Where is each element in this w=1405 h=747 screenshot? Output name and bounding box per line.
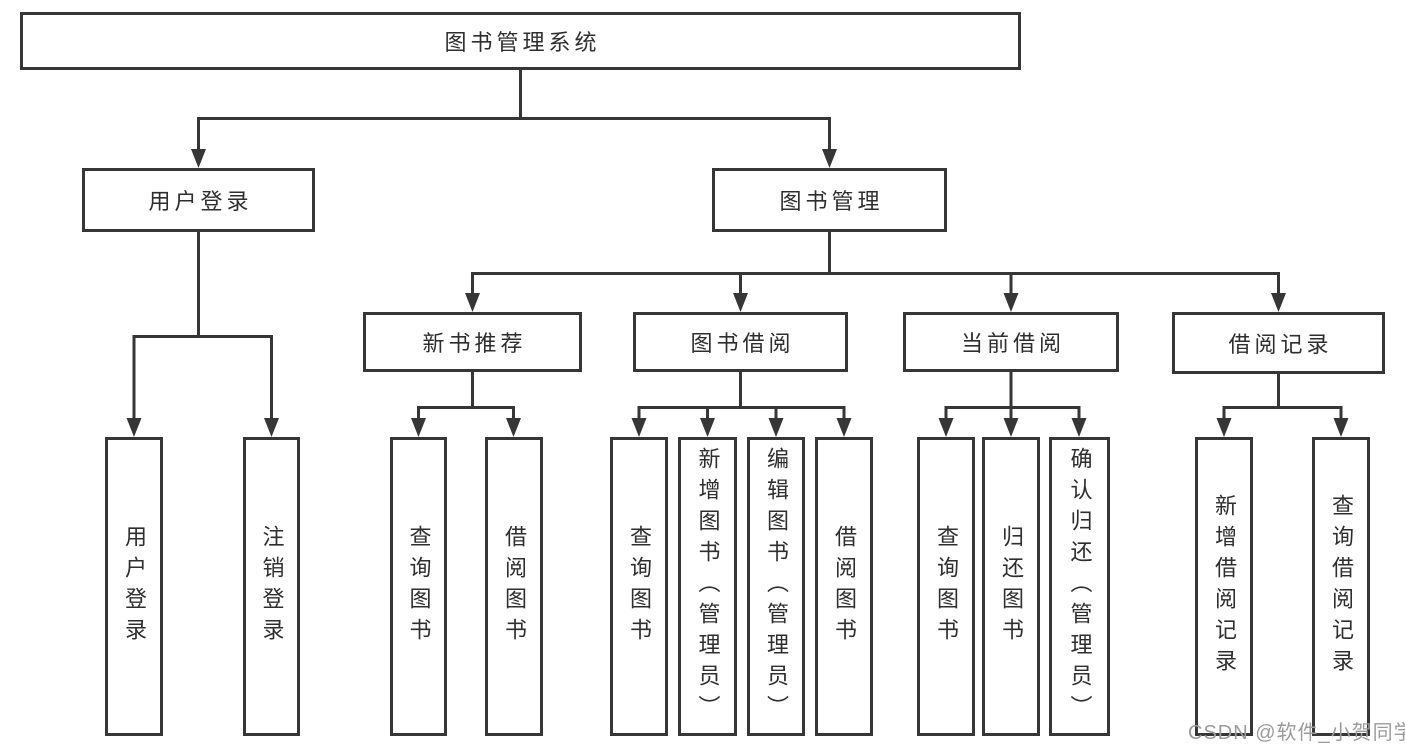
node-user-login: 用户登录 [82, 168, 315, 232]
node-label: 图书管理系统 [444, 30, 601, 55]
node-label: 编辑图书（管理员） [764, 447, 789, 726]
leaf-return-book: 归还图书 [982, 437, 1040, 736]
node-label: 图书借阅 [690, 331, 795, 356]
node-label: 用户登录 [148, 189, 253, 214]
node-label: 用户登录 [122, 524, 147, 649]
node-label: 查询图书 [406, 524, 432, 649]
csdn-watermark: CSDN @软件_小贺同学 [1188, 722, 1405, 744]
leaf-query-book-recommend: 查询图书 [390, 437, 447, 736]
leaf-query-borrow-record: 查询借阅记录 [1312, 437, 1370, 736]
node-label: 借阅记录 [1228, 332, 1333, 357]
node-current-borrow: 当前借阅 [903, 312, 1119, 372]
leaf-add-book-admin: 新增图书（管理员） [678, 437, 737, 736]
node-label: 查询借阅记录 [1329, 493, 1354, 680]
node-label: 注销登录 [259, 524, 285, 649]
leaf-query-book-current: 查询图书 [917, 437, 975, 736]
leaf-confirm-return-admin: 确认归还（管理员） [1049, 437, 1110, 736]
node-label: 新增借阅记录 [1212, 493, 1237, 680]
leaf-borrow-book: 借阅图书 [815, 437, 873, 736]
node-borrow-records: 借阅记录 [1172, 312, 1385, 374]
leaf-edit-book-admin: 编辑图书（管理员） [747, 437, 805, 736]
connector-lines [132, 70, 1343, 421]
node-label: 新书推荐 [422, 331, 527, 356]
leaf-logout: 注销登录 [243, 437, 300, 736]
leaf-query-book-borrow: 查询图书 [610, 437, 668, 736]
node-label: 查询图书 [627, 524, 652, 649]
node-label: 归还图书 [999, 524, 1024, 649]
node-label: 新增图书（管理员） [695, 447, 721, 726]
node-label: 确认归还（管理员） [1067, 447, 1093, 726]
node-label: 查询图书 [934, 524, 959, 649]
leaf-borrow-book-recommend: 借阅图书 [485, 437, 543, 736]
arrowheads [126, 149, 1349, 437]
node-new-book-recommend: 新书推荐 [363, 312, 582, 372]
node-label: 当前借阅 [960, 331, 1065, 356]
node-book-borrow: 图书借阅 [633, 312, 848, 372]
leaf-add-borrow-record: 新增借阅记录 [1195, 437, 1253, 736]
node-book-management: 图书管理 [712, 168, 947, 232]
node-label: 借阅图书 [832, 524, 857, 649]
node-library-system: 图书管理系统 [20, 12, 1021, 70]
node-label: 图书管理 [779, 189, 884, 214]
leaf-user-login: 用户登录 [105, 437, 163, 736]
node-label: 借阅图书 [502, 524, 527, 649]
